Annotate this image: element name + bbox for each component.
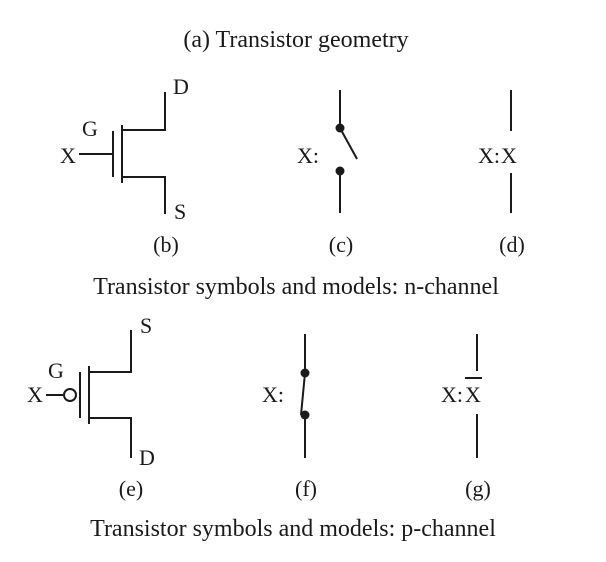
nchannel-symbol: D G X S	[60, 74, 189, 224]
nchannel-wire-model: X: X	[478, 90, 517, 213]
pchannel-switch-model: X:	[262, 334, 310, 458]
pchannel-switch-blade	[300, 372, 306, 416]
pchannel-gate-label: G	[48, 358, 64, 383]
nchannel-gate-label: G	[82, 116, 98, 141]
pchannel-inversion-bubble	[63, 388, 77, 402]
figure-title: (a) Transistor geometry	[183, 27, 408, 53]
pchannel-wire-value: X	[465, 382, 481, 407]
nchannel-input-label: X	[60, 143, 76, 168]
nchannel-wire-prefix: X:	[478, 143, 500, 168]
label-f: (f)	[295, 476, 317, 501]
label-d: (d)	[499, 232, 525, 257]
nchannel-drain-lead	[122, 92, 166, 131]
nchannel-caption: Transistor symbols and models: n-channel	[93, 274, 499, 300]
pchannel-input-label: X	[27, 382, 43, 407]
pchannel-symbol: S G X D	[27, 313, 155, 470]
pchannel-source-label: S	[140, 313, 152, 338]
nchannel-switch-blade	[339, 127, 358, 160]
pchannel-drain-lead	[89, 417, 132, 458]
label-e: (e)	[119, 476, 143, 501]
pchannel-wire-model: X: X	[441, 334, 482, 458]
nchannel-switch-control: X:	[297, 143, 319, 168]
label-b: (b)	[153, 232, 179, 257]
nchannel-source-label: S	[174, 199, 186, 224]
nchannel-drain-label: D	[173, 74, 189, 99]
label-c: (c)	[329, 232, 353, 257]
nchannel-wire-value: X	[501, 143, 517, 168]
pchannel-drain-label: D	[139, 445, 155, 470]
nchannel-switch-model: X:	[297, 90, 358, 213]
label-g: (g)	[465, 476, 491, 501]
pchannel-caption: Transistor symbols and models: p-channel	[90, 516, 496, 542]
nchannel-source-lead	[122, 176, 166, 214]
pchannel-wire-prefix: X:	[441, 382, 463, 407]
pchannel-switch-control: X:	[262, 382, 284, 407]
pchannel-source-lead	[89, 330, 132, 373]
